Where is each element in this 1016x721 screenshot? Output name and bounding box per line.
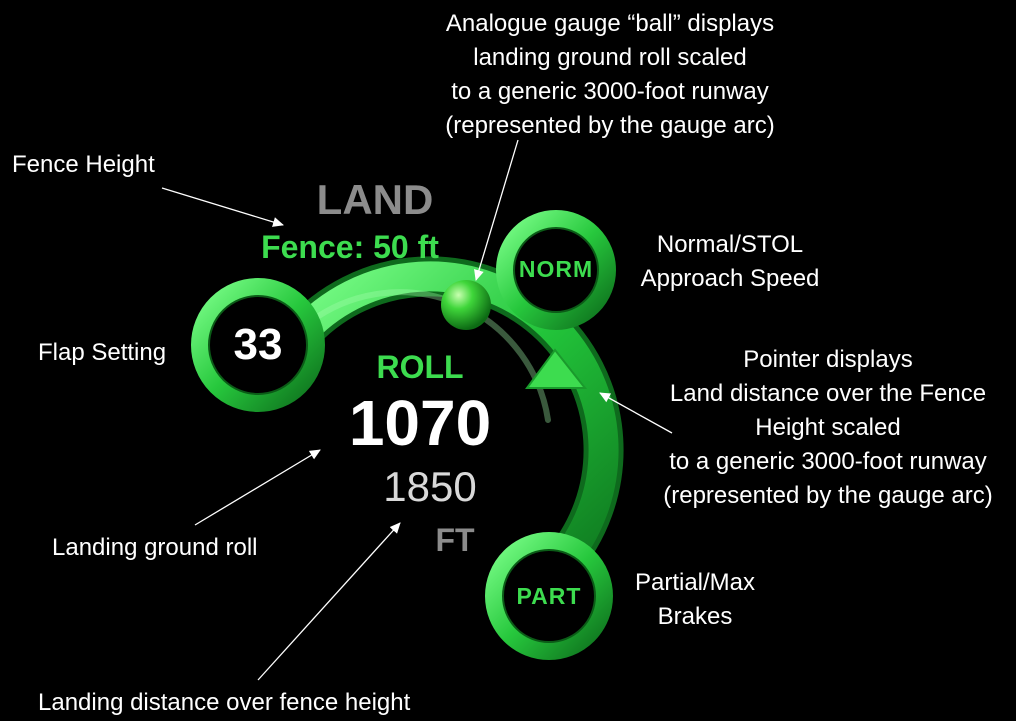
flap-button-ring	[191, 278, 325, 412]
annotation-line: (represented by the gauge arc)	[445, 112, 775, 139]
annotation-line: landing ground roll scaled	[473, 44, 747, 71]
annotation-approach: Normal/STOL Approach Speed	[620, 228, 840, 296]
annotation-line: (represented by the gauge arc)	[663, 482, 993, 509]
ground-roll-value: 1070	[348, 387, 492, 459]
fence-height-label: Fence: 50 ft	[261, 229, 439, 265]
arrow-pointer	[599, 392, 673, 434]
mode-label: LAND	[316, 176, 434, 223]
brakes-button-ring	[485, 532, 613, 660]
pointer-triangle	[525, 348, 588, 389]
annotation-fence-height: Fence Height	[12, 151, 155, 178]
annotation-line: Analogue gauge “ball” displays	[445, 10, 775, 37]
annotation-line: Normal/STOL	[656, 231, 804, 258]
annotation-flap: Flap Setting	[38, 339, 167, 366]
annotation-brakes: Partial/Max Brakes	[615, 566, 775, 634]
arrow-ball	[474, 139, 519, 281]
annotation-ball: Analogue gauge “ball” displays landing g…	[440, 7, 780, 143]
unit-label: FT	[435, 522, 475, 558]
flap-setting-button[interactable]: 33	[233, 320, 283, 369]
arrow-ground-roll	[194, 449, 321, 526]
approach-speed-button[interactable]: NORM	[518, 256, 594, 282]
fence-distance-value: 1850	[383, 463, 477, 510]
arrow-fence-height	[161, 187, 284, 227]
roll-label: ROLL	[376, 349, 464, 385]
annotation-line: Land distance over the Fence	[669, 380, 987, 407]
annotation-fence-distance: Landing distance over fence height	[38, 689, 411, 716]
annotation-line: Pointer displays	[743, 346, 913, 373]
annotation-line: Partial/Max	[634, 569, 756, 596]
annotation-pointer: Pointer displays Land distance over the …	[643, 343, 1013, 513]
annotation-line: Height scaled	[755, 414, 901, 441]
arrow-fence-distance	[257, 522, 401, 681]
annotation-line: to a generic 3000-foot runway	[669, 448, 987, 475]
brakes-button[interactable]: PART	[516, 583, 582, 609]
annotation-line: Approach Speed	[640, 265, 820, 292]
annotation-line: Brakes	[657, 603, 733, 630]
annotation-ground-roll: Landing ground roll	[52, 534, 258, 561]
annotation-line: to a generic 3000-foot runway	[451, 78, 769, 105]
gauge-ball	[441, 280, 491, 330]
approach-button-ring	[496, 210, 616, 330]
